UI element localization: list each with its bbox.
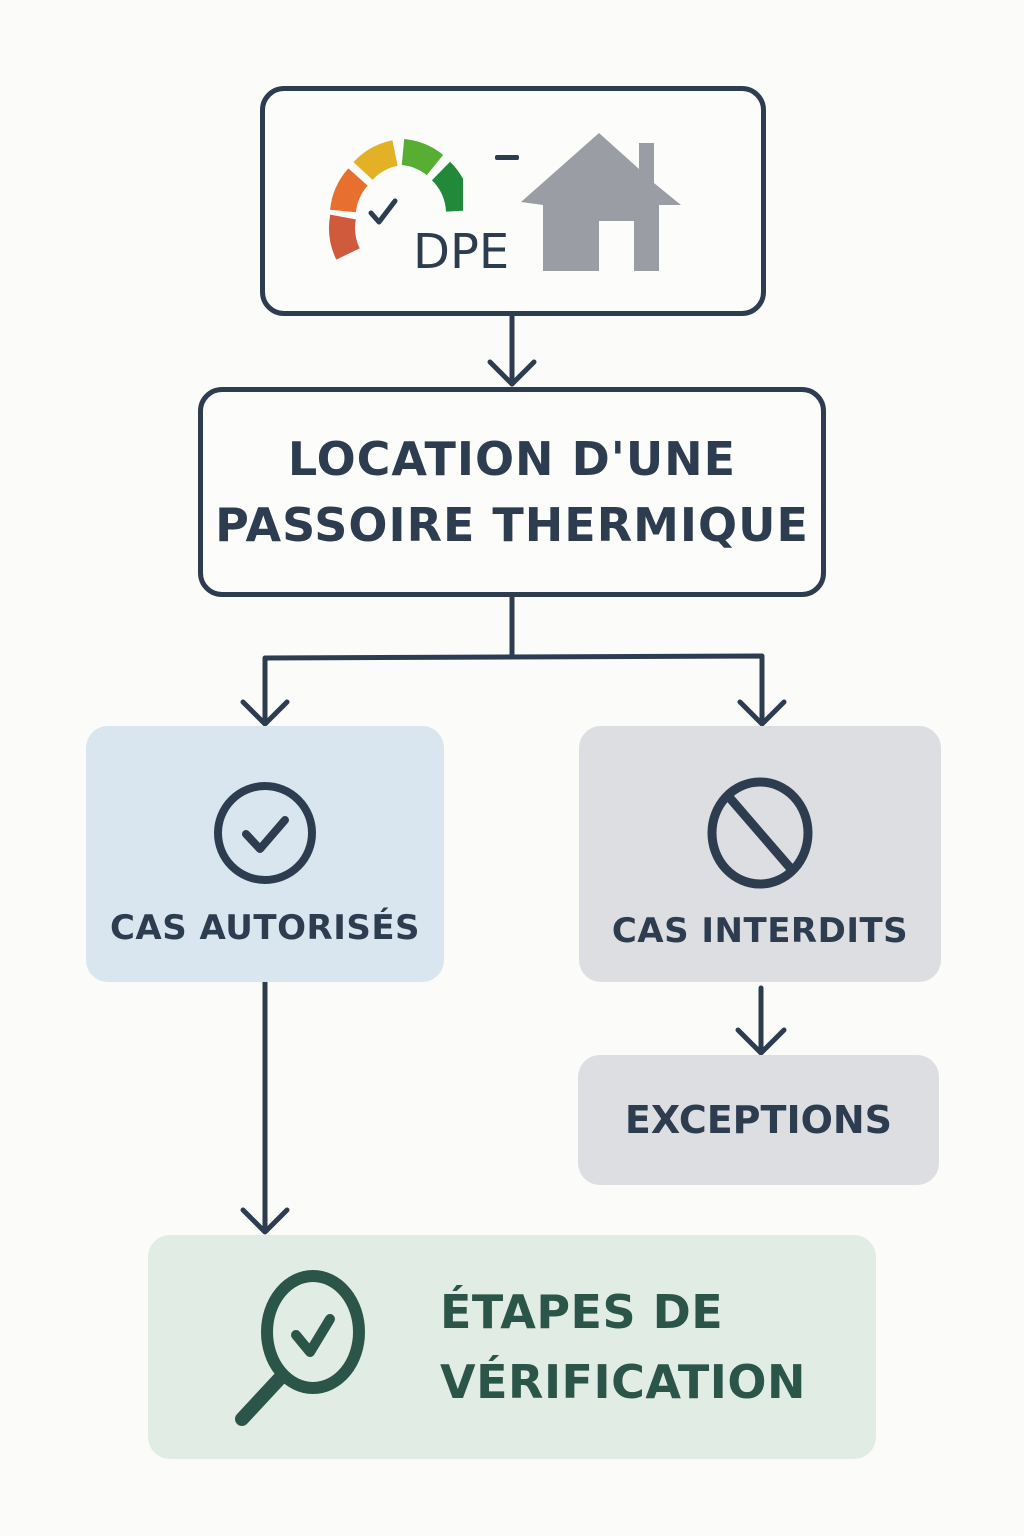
separator-dash	[495, 155, 519, 160]
check-circle-icon	[214, 782, 316, 884]
exceptions-node: EXCEPTIONS	[578, 1055, 939, 1185]
dpe-node: DPE	[260, 86, 766, 316]
verification-label-line1: ÉTAPES DE	[440, 1285, 724, 1339]
connector-split-bar	[262, 653, 765, 723]
prohibited-icon	[707, 777, 813, 889]
allowed-cases-label: CAS AUTORISÉS	[109, 908, 421, 948]
location-title-line2: PASSOIRE THERMIQUE	[215, 498, 809, 552]
arrowhead-allowed	[240, 699, 290, 727]
arrowhead-location	[487, 359, 537, 387]
magnifier-check-icon	[235, 1270, 365, 1426]
forbidden-cases-node: CAS INTERDITS	[579, 726, 941, 982]
energy-gauge-icon	[329, 139, 463, 260]
location-passoire-node: LOCATION D'UNE PASSOIRE THERMIQUE	[198, 387, 826, 597]
verification-steps-node: ÉTAPES DE VÉRIFICATION	[148, 1235, 876, 1459]
house-icon	[521, 133, 681, 271]
exceptions-label: EXCEPTIONS	[624, 1098, 893, 1142]
verification-label: ÉTAPES DE VÉRIFICATION	[440, 1277, 806, 1417]
dpe-label: DPE	[413, 224, 510, 280]
location-title-line1: LOCATION D'UNE	[287, 432, 737, 486]
gauge-check-mark	[368, 198, 398, 225]
allowed-cases-node: CAS AUTORISÉS	[86, 726, 444, 982]
arrowhead-verification	[240, 1207, 290, 1235]
forbidden-cases-label: CAS INTERDITS	[611, 911, 909, 951]
arrowhead-exceptions	[735, 1027, 787, 1056]
arrowhead-forbidden	[737, 699, 787, 727]
verification-label-line2: VÉRIFICATION	[440, 1355, 806, 1409]
